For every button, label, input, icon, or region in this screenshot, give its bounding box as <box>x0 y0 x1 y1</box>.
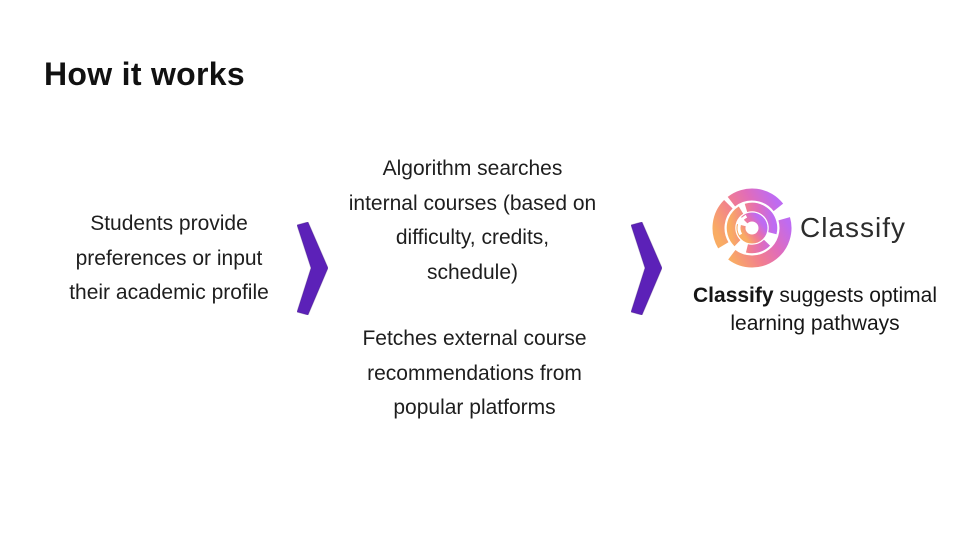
step-input-line: Students provide <box>90 212 248 235</box>
result-line-1: Classify suggests optimal <box>658 282 971 310</box>
step-internal-line: schedule) <box>426 260 519 284</box>
chevron-right-icon <box>631 222 662 315</box>
classify-logo-icon <box>712 188 792 268</box>
step-internal-search-text: Algorithm searches internal courses (bas… <box>330 152 615 290</box>
chevron-shape <box>631 222 662 315</box>
step-external-fetch-text: Fetches external course recommendations … <box>332 322 617 426</box>
step-internal-line: difficulty, credits, <box>395 226 550 250</box>
step-external-line: Fetches external course <box>362 327 587 350</box>
step-input-line: their academic profile <box>69 281 269 305</box>
logo-inner-core <box>736 212 768 244</box>
result-rest: suggests optimal <box>773 284 937 307</box>
logo-middle-ring <box>726 202 778 254</box>
step-internal-line: internal courses (based on <box>348 191 597 215</box>
brand-wordmark: Classify <box>800 212 907 243</box>
page-title: How it works <box>44 56 245 92</box>
chevron-right-icon <box>297 222 328 315</box>
step-external-line: popular platforms <box>393 396 556 420</box>
logo-outer-ring <box>712 188 792 268</box>
chevron-shape <box>297 222 328 315</box>
step-external-line: recommendations from <box>367 361 582 385</box>
result-line-2: learning pathways <box>730 312 900 335</box>
step-input-line: preferences or input <box>75 246 263 270</box>
step-output-text: Classify suggests optimal learning pathw… <box>658 282 971 338</box>
step-internal-line: Algorithm searches <box>382 157 563 180</box>
step-input-text: Students provide preferences or input th… <box>26 207 312 311</box>
result-brand-bold: Classify <box>693 284 774 307</box>
